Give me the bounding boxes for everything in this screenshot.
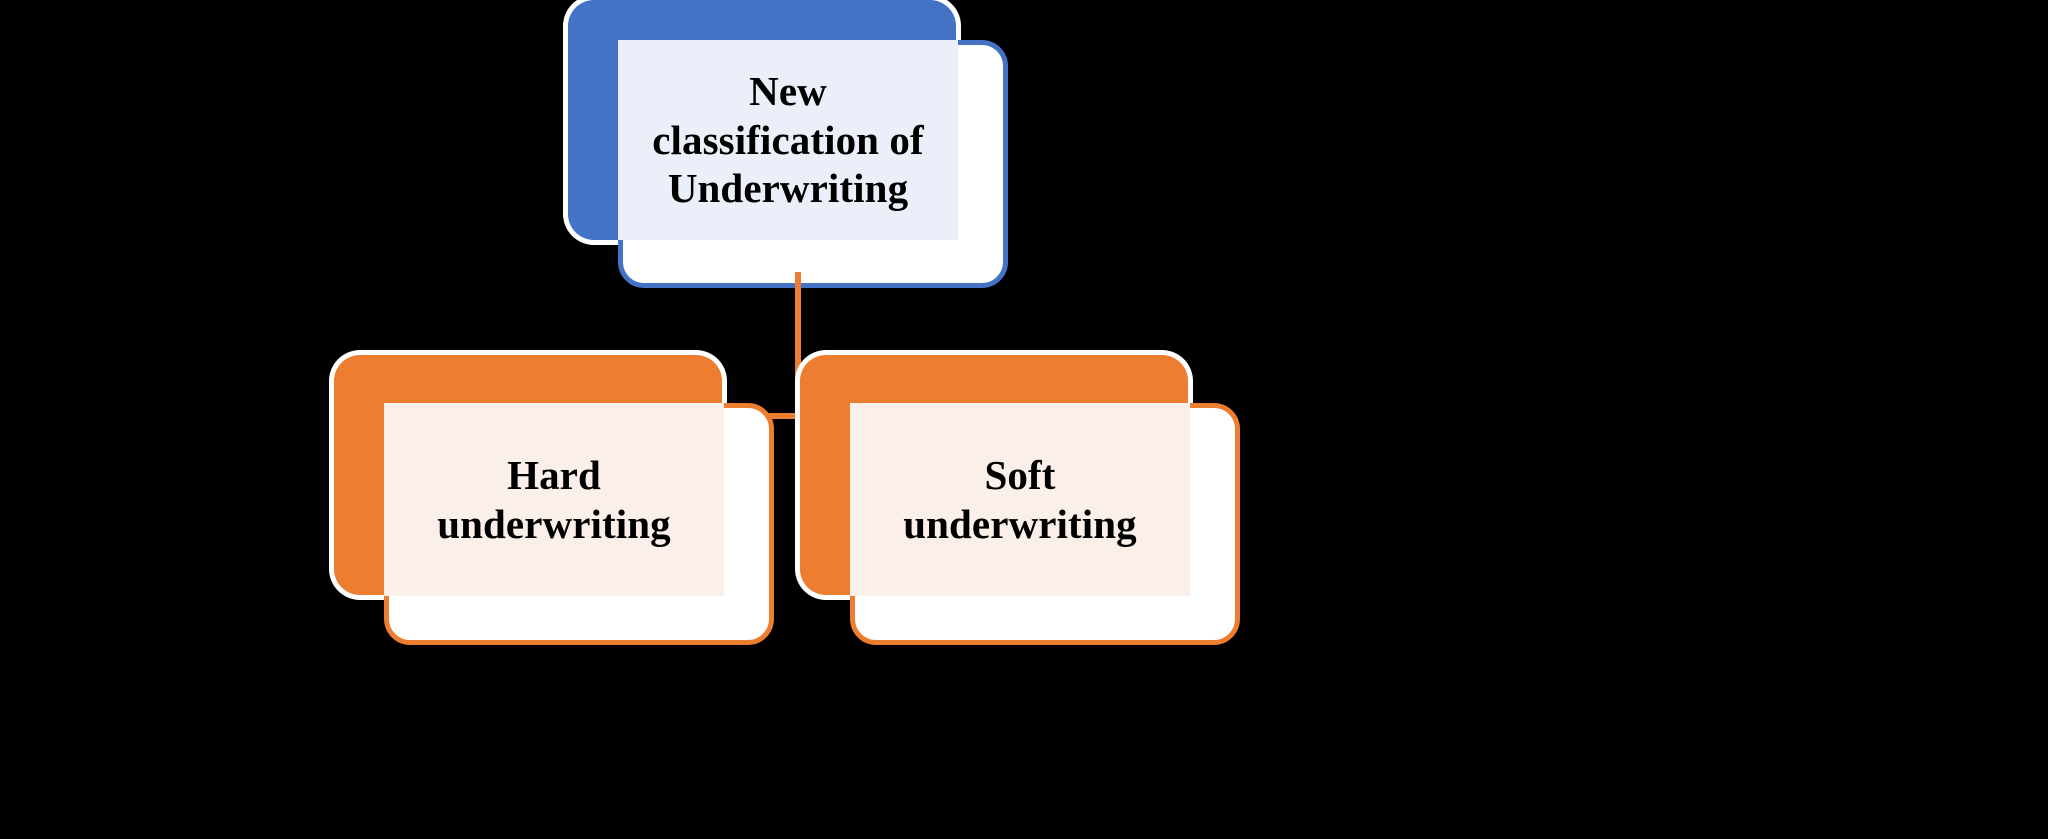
- node-hard-underwriting-label: Hard underwriting: [384, 403, 724, 596]
- node-soft-underwriting[interactable]: Soft underwriting: [800, 355, 1240, 645]
- connector-root-drop: [795, 272, 801, 419]
- node-soft-underwriting-label: Soft underwriting: [850, 403, 1190, 596]
- node-hard-underwriting[interactable]: Hard underwriting: [334, 355, 774, 645]
- node-root[interactable]: New classification of Underwriting: [568, 0, 1008, 288]
- node-root-label: New classification of Underwriting: [618, 40, 958, 240]
